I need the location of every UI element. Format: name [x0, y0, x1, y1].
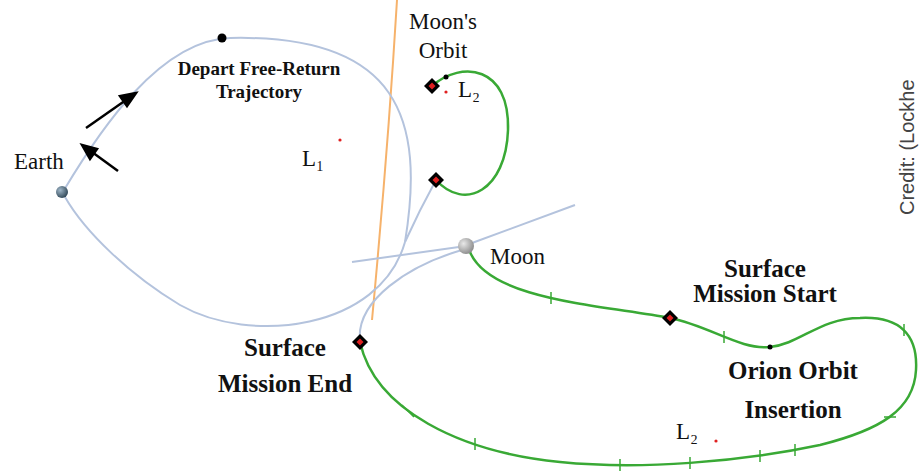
halo-orbit: [432, 72, 508, 195]
body-label: Earth: [14, 148, 64, 176]
lagrange-label: L₁: [302, 145, 324, 173]
event-label: Surface Mission Start: [680, 256, 850, 306]
earth-sphere: [56, 186, 68, 198]
orbit-label: Moon's Orbit: [395, 8, 491, 66]
insertion-dot: [444, 75, 449, 80]
trajectory-label: Depart Free-Return Trajectory: [171, 58, 347, 104]
direction-arrows: [82, 93, 136, 171]
moon-sphere: [458, 238, 474, 254]
moon-orbit: [372, 0, 397, 320]
l2-orbit: [360, 252, 916, 465]
lagrange-point: [444, 90, 447, 93]
transfer-line: [405, 180, 436, 242]
lagrange-label: L₂: [458, 76, 480, 104]
event-diamonds: [352, 78, 678, 350]
outbound-trajectory: [64, 38, 411, 242]
lagrange-label: L₂: [676, 418, 698, 446]
lagrange-point: [714, 439, 717, 442]
body-label: Moon: [490, 243, 545, 271]
insertion-dot: [768, 345, 773, 350]
credit-note: Credit: (Lockhe: [896, 79, 919, 215]
departure-dot: [218, 34, 227, 43]
return-line: [360, 250, 462, 342]
departure-line: [472, 205, 575, 243]
event-label: Orion Orbit Insertion: [718, 352, 868, 430]
event-label: Surface Mission End: [210, 330, 360, 403]
tick-marks: [402, 292, 904, 471]
lagrange-point: [338, 138, 341, 141]
